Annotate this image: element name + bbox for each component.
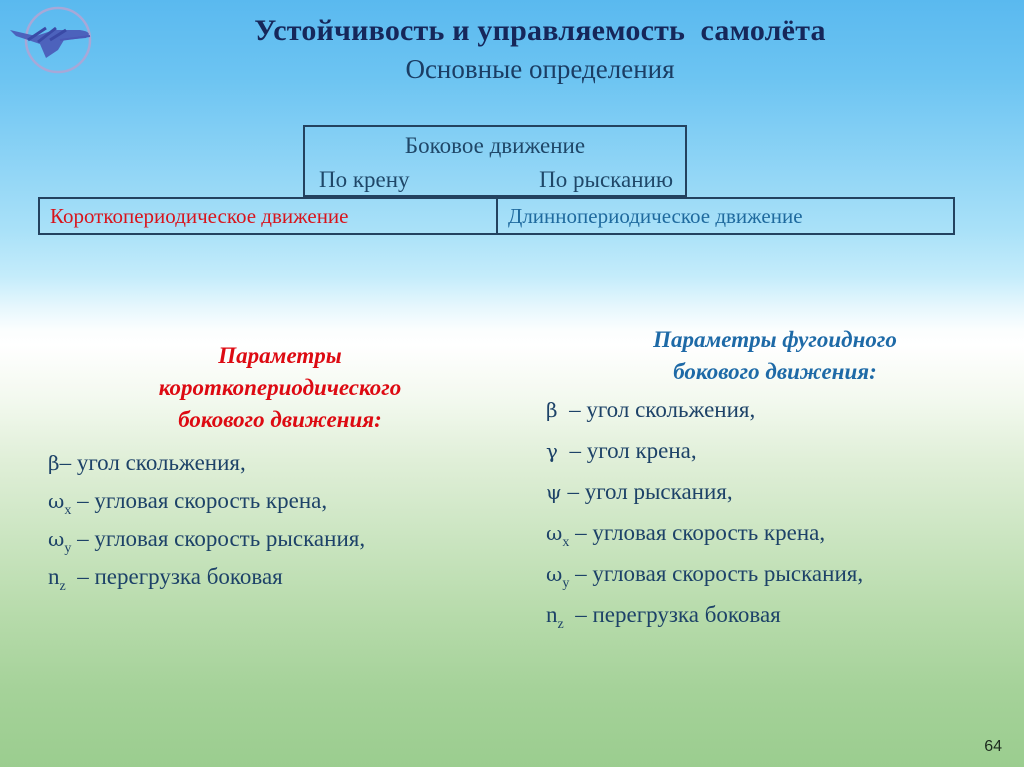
- param-item: β– угол скольжения,: [48, 446, 365, 484]
- param-subscript: z: [59, 579, 66, 594]
- slide-subtitle: Основные определения: [405, 54, 675, 84]
- page-number: 64: [984, 738, 1002, 755]
- roll-label: По крену: [319, 167, 410, 192]
- param-item: nz – перегрузка боковая: [546, 596, 863, 637]
- param-symbol: γ: [546, 439, 558, 463]
- param-subscript: y: [562, 576, 570, 591]
- phugoid-params-heading: Параметры фугоидного бокового движения:: [560, 324, 990, 388]
- param-description: – перегрузка боковая: [563, 602, 781, 627]
- param-subscript: x: [562, 535, 570, 550]
- heading-line: Параметры: [218, 343, 342, 368]
- param-symbol: ω: [546, 521, 563, 545]
- param-subscript: z: [557, 617, 564, 632]
- param-symbol: ω: [546, 562, 563, 586]
- param-description: – угол крена,: [557, 438, 697, 463]
- param-symbol: ψ: [546, 480, 562, 504]
- param-item: ωx – угловая скорость крена,: [546, 514, 863, 555]
- phugoid-params-list: β – угол скольжения, γ – угол крена, ψ –…: [546, 391, 863, 637]
- short-period-params-list: β– угол скольжения, ωx – угловая скорост…: [48, 446, 365, 598]
- param-subscript: x: [64, 503, 72, 518]
- param-item: ωy – угловая скорость рыскания,: [48, 522, 365, 560]
- long-period-motion-box: Длиннопериодическое движение: [496, 197, 955, 235]
- param-symbol: n: [48, 564, 60, 589]
- param-subscript: y: [64, 541, 72, 556]
- slide-title: Устойчивость и управляемость самолёта: [254, 14, 826, 47]
- param-symbol: ω: [48, 489, 65, 513]
- heading-line: бокового движения:: [673, 359, 877, 384]
- heading-line: Параметры фугоидного: [653, 327, 897, 352]
- param-item: β – угол скольжения,: [546, 391, 863, 432]
- param-item: ωy – угловая скорость рыскания,: [546, 555, 863, 596]
- short-period-params-heading: Параметры короткопериодического бокового…: [70, 340, 490, 436]
- param-symbol: β: [546, 398, 558, 422]
- lateral-motion-title: Боковое движение: [404, 133, 586, 158]
- param-item: γ – угол крена,: [546, 432, 863, 473]
- aircraft-emblem-icon: [6, 6, 96, 74]
- param-description: – угол скольжения,: [557, 397, 756, 422]
- param-description: – угловая скорость крена,: [71, 488, 328, 513]
- param-description: – перегрузка боковая: [65, 564, 283, 589]
- param-description: – угол рыскания,: [561, 479, 733, 504]
- lateral-motion-box: Боковое движение По крену По рысканию: [303, 125, 687, 197]
- yaw-label: По рысканию: [539, 167, 673, 192]
- param-item: ψ – угол рыскания,: [546, 473, 863, 514]
- param-description: – угловая скорость рыскания,: [71, 526, 366, 551]
- param-symbol: ω: [48, 527, 65, 551]
- param-description: – угловая скорость крена,: [569, 520, 826, 545]
- param-symbol: n: [546, 602, 558, 627]
- heading-line: короткопериодического: [158, 375, 402, 400]
- param-description: – угол скольжения,: [59, 450, 246, 475]
- short-period-motion-box: Короткопериодическое движение: [38, 197, 498, 235]
- heading-line: бокового движения:: [178, 407, 382, 432]
- param-item: nz – перегрузка боковая: [48, 560, 365, 598]
- param-symbol: β: [48, 451, 60, 475]
- param-item: ωx – угловая скорость крена,: [48, 484, 365, 522]
- param-description: – угловая скорость рыскания,: [569, 561, 864, 586]
